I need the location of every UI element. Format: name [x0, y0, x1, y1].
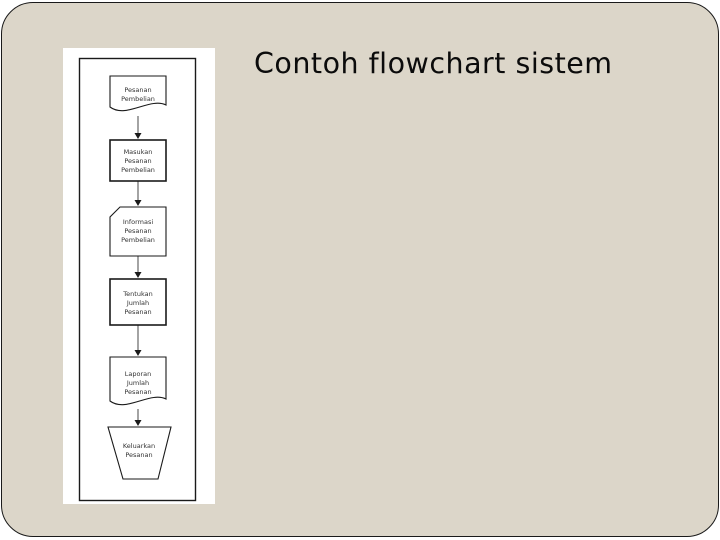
document-shape-1: [109, 75, 167, 112]
process-2-label-line2: Jumlah: [126, 299, 149, 307]
document-1-label-line1: Pesanan: [124, 86, 151, 94]
process-1-label-line3: Pembelian: [121, 166, 155, 174]
process-shape-1: [109, 139, 167, 182]
card-1-label-line3: Pembelian: [121, 236, 155, 244]
document-shape-2: [109, 356, 167, 406]
slide-title: Contoh flowchart sistem: [254, 47, 613, 80]
arrowhead-icon: [134, 133, 142, 139]
manual-operation-label-line1: Keluarkan: [123, 442, 155, 450]
flowchart-image: Pesanan Pembelian Masukan Pesanan Pembel…: [63, 48, 215, 504]
manual-operation-label-line2: Pesanan: [125, 451, 152, 459]
card-1-label-line1: Informasi: [123, 218, 154, 226]
arrowhead-icon: [134, 200, 142, 206]
document-2-label-line2: Jumlah: [126, 379, 149, 387]
flowchart-svg: Pesanan Pembelian Masukan Pesanan Pembel…: [78, 57, 197, 502]
process-2-label-line3: Pesanan: [124, 308, 151, 316]
arrowhead-icon: [134, 272, 142, 278]
process-1-label-line2: Pesanan: [124, 157, 151, 165]
card-1-label-line2: Pesanan: [124, 227, 151, 235]
process-2-label-line1: Tentukan: [122, 290, 152, 298]
flowchart-frame: [78, 57, 197, 502]
arrowhead-icon: [134, 350, 142, 356]
document-2-label-line1: Laporan: [125, 370, 151, 378]
process-1-label-line1: Masukan: [124, 148, 153, 156]
document-2-label-line3: Pesanan: [124, 388, 151, 396]
arrowhead-icon: [134, 420, 142, 426]
manual-operation-shape: [107, 426, 172, 480]
document-1-label-line2: Pembelian: [121, 95, 155, 103]
